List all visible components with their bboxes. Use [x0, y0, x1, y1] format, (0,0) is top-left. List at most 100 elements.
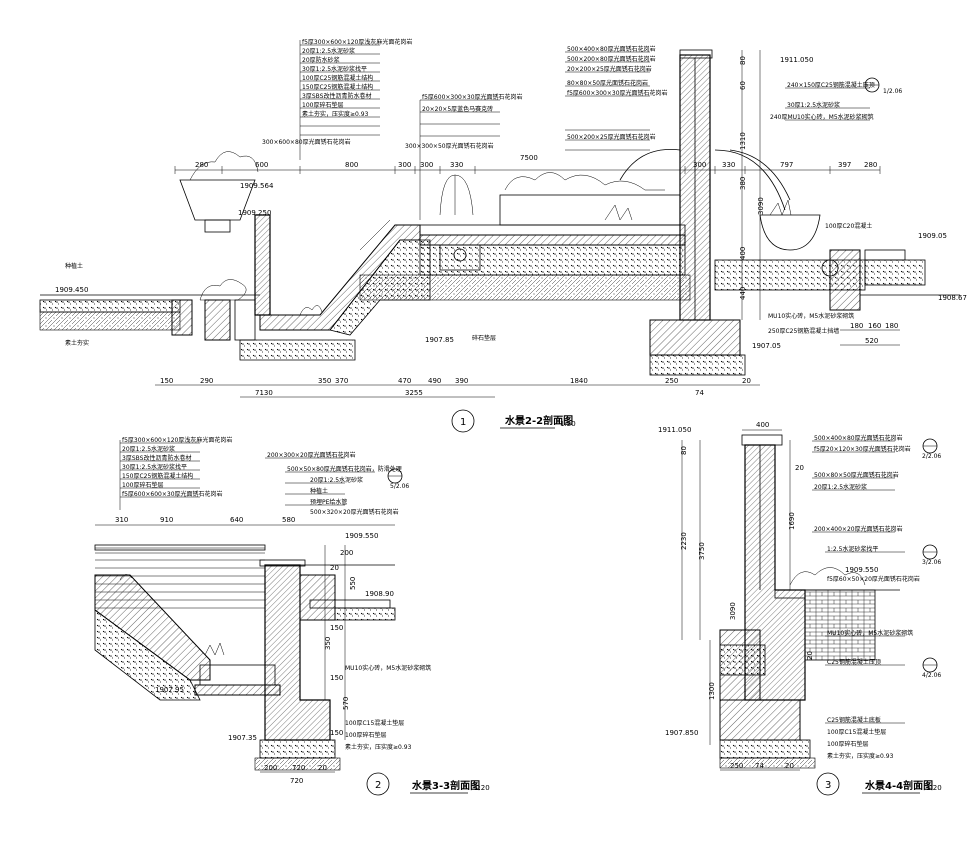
ann-2-2-15: 20×200×25厚光面锈石花岗岩	[567, 65, 652, 73]
section33-index: 2	[375, 780, 381, 791]
ann-2-2-26: MU10实心砖，M5水泥砂浆砌筑	[768, 312, 854, 320]
dim-bot-2: 7130	[255, 389, 273, 397]
dim33-r-0: 200	[340, 549, 353, 557]
dim44-r-0: 1690	[788, 512, 796, 530]
dim-r-7: 180	[850, 322, 863, 330]
section33-scale: 1:20	[474, 784, 490, 792]
ann-2-2-8: 素土夯实，压实度≥0.93	[302, 110, 369, 118]
ann44-7: MU10实心砖，M5水泥砂浆砌筑	[827, 629, 913, 637]
section-2-2: 280 600 800 300 300 330 7500 300 330 797…	[39, 38, 967, 433]
dim-r-2: 1310	[739, 132, 747, 150]
dim-top-6: 7500	[520, 154, 538, 162]
elev33-1: 1908.90	[365, 590, 394, 598]
dim-bot-11: 74	[695, 389, 704, 397]
ann-2-2-20: 30厚1:2.5水泥砂浆	[787, 101, 840, 109]
dim33-b-3: 720	[290, 777, 303, 785]
section-scale: 1:20	[560, 420, 576, 428]
detail-ref-5: 5/2.06	[390, 483, 409, 490]
ann33-8: 500×50×80厚光面锈石花岗岩，防滑处理	[287, 465, 402, 473]
dim-bot-4: 370	[335, 377, 348, 385]
ann-2-2-0: f5厚300×600×120厚浅灰麻光面花岗岩	[302, 38, 412, 46]
ann44-9: C25钢筋混凝土底板	[827, 716, 881, 724]
dim-r-3: 380	[739, 177, 747, 190]
elev33-3: 1907.35	[228, 734, 257, 742]
ann33-9: 20厚1:2.5水泥砂浆	[310, 476, 363, 484]
dim-bot-7: 390	[455, 377, 468, 385]
dim33-b-0: 200	[264, 764, 277, 772]
dim33-r-6: 570	[342, 697, 350, 710]
dim-top-10: 397	[838, 161, 851, 169]
dim33-top-2: 640	[230, 516, 243, 524]
dim-r-1: 60	[739, 81, 747, 90]
elev33-0: 1909.550	[345, 532, 378, 540]
section33-title: 水景3-3剖面图	[411, 779, 480, 792]
elev-1907-05: 1907.05	[752, 342, 781, 350]
dim33-top-1: 910	[160, 516, 173, 524]
dim44-b-0: 250	[730, 762, 743, 770]
dim-r-4: 3090	[757, 197, 765, 215]
elev-1909-05: 1909.05	[918, 232, 947, 240]
dim-bot-5: 470	[398, 377, 411, 385]
ann-2-2-3: 30厚1:2.5水泥砂浆找平	[302, 65, 367, 73]
ann44-10: 100厚C15混凝土垫层	[827, 728, 886, 736]
ann33-1: 20厚1:2.5水泥砂浆	[122, 445, 175, 453]
ann-2-2-10: f5厚600×300×30厚光面锈石花岗岩	[422, 93, 523, 101]
dim44-l-1: 2230	[680, 532, 688, 550]
ann-2-2-18: 500×200×25厚光面锈石花岗岩	[567, 133, 656, 141]
section-3-3: 310 910 640 580 200	[94, 436, 490, 796]
detail-ref-2: 2/2.06	[922, 453, 941, 460]
ann33-11: 预埋PE给水管	[310, 498, 347, 506]
ann33-12: 500×320×20厚光面锈石花岗岩	[310, 508, 399, 516]
dim-top-9: 797	[780, 161, 793, 169]
ann-2-2-27: 250厚C25钢筋混凝土挡墙	[768, 327, 839, 335]
dim-r-5: 400	[739, 247, 747, 260]
dim33-b-1: 720	[292, 764, 305, 772]
dim44-l-3: 3090	[729, 602, 737, 620]
ann33-2: 3厚SBS改性沥青防水卷材	[122, 454, 191, 462]
elev44-1: 1909.550	[845, 566, 878, 574]
ann44-3: 20厚1:2.5水泥砂浆	[814, 483, 867, 491]
ann-2-2-17: f5厚600×300×30厚光面锈石花岗岩	[567, 89, 668, 97]
dim-bot-9: 1840	[570, 377, 588, 385]
detail-ref-4: 4/2.06	[922, 672, 941, 679]
dim-bot-6: 490	[428, 377, 441, 385]
ann44-1: f5厚20×120×30厚光面锈石花岗岩	[814, 445, 911, 453]
section44-scale: 1:20	[926, 784, 942, 792]
ann33-13: MU10实心砖，M5水泥砂浆砌筑	[345, 664, 431, 672]
section-title: 水景2-2剖面图	[504, 414, 573, 427]
ann-2-2-11: 20×20×5厚蓝色马赛克砖	[422, 105, 493, 113]
dim33-b-2: 20	[318, 764, 327, 772]
ann-2-2-4: 100厚C25钢筋混凝土结构	[302, 74, 373, 82]
ann-2-2-13: 500×400×80厚光面锈石花岗岩	[567, 45, 656, 53]
elev33-2: 1907.95	[155, 686, 184, 694]
ann33-0: f5厚300×600×120厚浅灰麻光面花岗岩	[122, 436, 232, 444]
ann-2-2-21: 240厚MU10实心砖，M5水泥砂浆砌筑	[770, 113, 874, 121]
dim33-r-7: 150	[330, 729, 343, 737]
ann33-5: 100厚碎石垫层	[122, 481, 163, 489]
detail-ref-3: 3/2.06	[922, 559, 941, 566]
dim-top-8: 330	[722, 161, 735, 169]
dim-top-4: 300	[420, 161, 433, 169]
ann44-0: 500×400×80厚光面锈石花岗岩	[814, 434, 903, 442]
dim-top-3: 300	[398, 161, 411, 169]
dim-top-5: 330	[450, 161, 463, 169]
ann33-16: 素土夯实，压实度≥0.93	[345, 743, 412, 751]
dim44-top-0: 400	[756, 421, 769, 429]
dim33-r-1: 20	[330, 564, 339, 572]
dim-bot-1: 290	[200, 377, 213, 385]
ann33-7: 200×300×20厚光面锈石花岗岩	[267, 451, 356, 459]
dim44-l-0: 80	[680, 446, 688, 455]
ann-2-2-7: 100厚碎石垫层	[302, 101, 343, 109]
dim-bot-3: 350	[318, 377, 331, 385]
dim-top-11: 280	[864, 161, 877, 169]
ann-2-2-6: 3厚SBS改性沥青防水卷材	[302, 92, 371, 100]
section44-title: 水景4-4剖面图	[864, 779, 933, 792]
dim-bot-0: 150	[160, 377, 173, 385]
elev-1911-050: 1911.050	[780, 56, 813, 64]
dim44-r-1: 20	[795, 464, 804, 472]
dim-r-8: 160	[868, 322, 881, 330]
ann-2-2-16: 80×80×50厚光面锈石花岗岩	[567, 79, 648, 87]
ann-2-2-23: 种植土	[65, 262, 83, 270]
ann-2-2-22: 100厚C20混凝土	[825, 222, 872, 230]
